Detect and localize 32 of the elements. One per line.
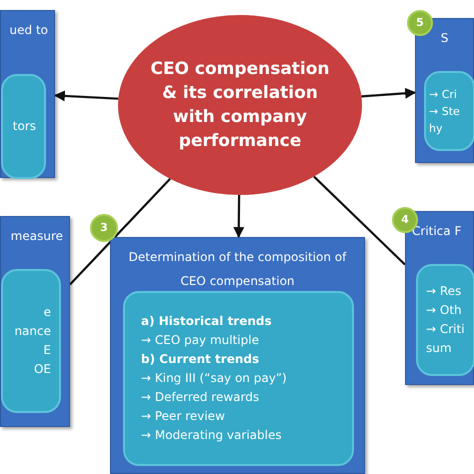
bullet-text: → Peer review xyxy=(141,408,226,425)
section-box xyxy=(0,10,55,178)
section-box xyxy=(110,237,365,474)
bullet-text: → Ste hy xyxy=(429,104,461,136)
section-heading: measure xyxy=(10,229,63,243)
number-badge: 3 xyxy=(90,214,118,242)
bullet-text: OE xyxy=(32,361,51,378)
arrow xyxy=(233,194,244,238)
bullet-text: → Oth xyxy=(426,302,463,319)
bullet-text: nance xyxy=(13,323,51,340)
bullet-text: e xyxy=(42,304,51,321)
bullet-text: a) Historical trends xyxy=(141,313,273,330)
bullet-text: → CEO pay multiple xyxy=(141,332,260,349)
topic-text: CEO compensation & its correlation with company performance xyxy=(149,58,331,153)
bullet-text: tors xyxy=(12,118,36,135)
number-badge: 5 xyxy=(407,10,433,36)
section-box xyxy=(0,216,70,427)
section-heading: S xyxy=(440,31,448,45)
bullet-text: → Moderating variables xyxy=(141,427,283,444)
section-box xyxy=(415,18,474,163)
arrow xyxy=(361,88,416,99)
bullet-text: b) Current trends xyxy=(141,351,260,368)
section-heading: Critica F xyxy=(412,224,462,238)
bullet-text: → Res xyxy=(426,283,462,300)
bullet-text: → Deferred rewards xyxy=(141,389,260,406)
bullet-text: E xyxy=(42,342,51,359)
section-heading: Determination of the composition of CEO compensation xyxy=(128,250,346,288)
bullet-text: → King III (“say on pay”) xyxy=(141,370,288,387)
bullet-text: → Cri xyxy=(429,86,458,102)
bullet-text: → Criti sum xyxy=(426,321,465,357)
arrow xyxy=(54,90,118,102)
section-heading: ued to xyxy=(10,23,48,37)
